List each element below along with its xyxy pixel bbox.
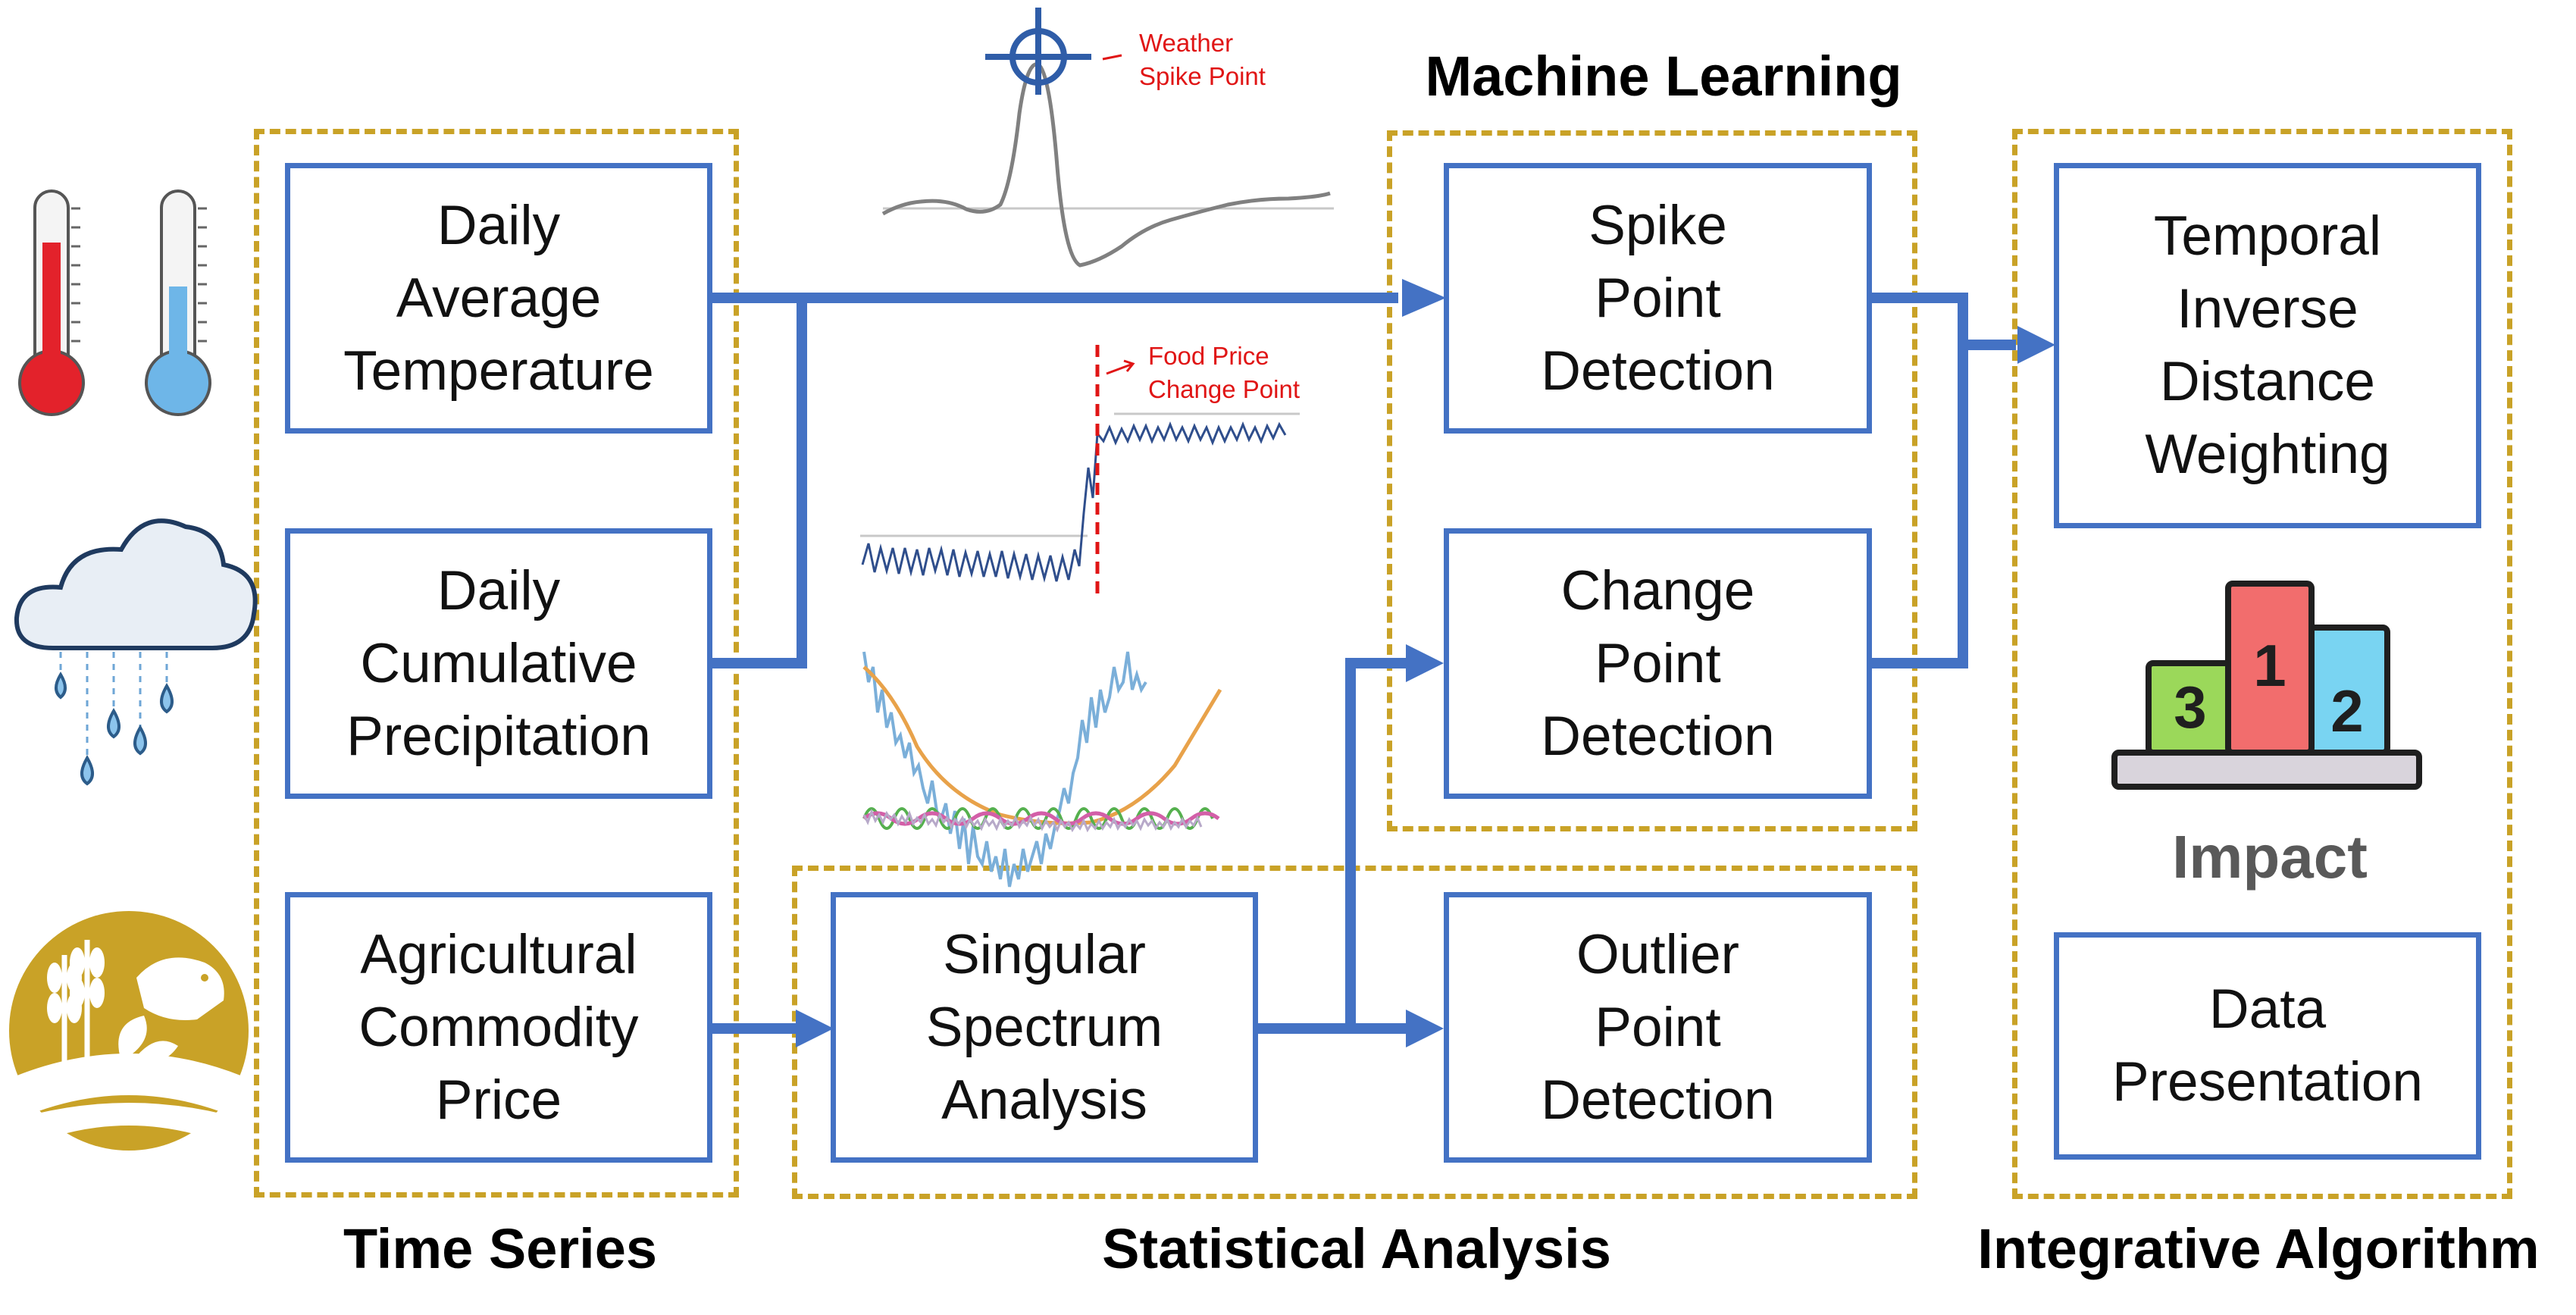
outlier-point-detection-box: Outlier Point Detection (1444, 892, 1872, 1163)
food-price-pointer (1106, 359, 1135, 375)
box-line: Inverse (2177, 278, 2358, 340)
daily-average-temperature-box: Daily Average Temperature (285, 163, 712, 434)
daily-cumulative-precipitation-box: Daily Cumulative Precipitation (285, 528, 712, 799)
weather-spike-pointer (1102, 54, 1122, 61)
annotation-line: Change Point (1148, 375, 1300, 403)
box-line: Distance (2159, 351, 2375, 412)
box-line: Agricultural (360, 923, 637, 985)
box-line: Detection (1541, 340, 1775, 402)
podium-second-label: 2 (2330, 678, 2363, 744)
ssa-raw-series (862, 651, 1147, 888)
box-line: Daily (437, 194, 561, 256)
podium-base (2111, 750, 2422, 790)
box-line: Change (1560, 559, 1755, 621)
integrative-algorithm-label: Integrative Algorithm (1977, 1217, 2540, 1280)
box-line: Temperature (343, 340, 654, 402)
box-line: Outlier (1576, 923, 1739, 985)
spike-series (881, 62, 1331, 268)
singular-spectrum-analysis-box: Singular Spectrum Analysis (831, 892, 1258, 1163)
box-line: Daily (437, 559, 561, 621)
box-line: Point (1595, 632, 1721, 694)
thermometer-fahrenheit-icon (145, 189, 211, 416)
podium-third-label: 3 (2174, 674, 2206, 740)
agriculture-logo-icon (9, 911, 249, 1151)
data-presentation-box: Data Presentation (2054, 932, 2481, 1160)
ssa-noise-series (862, 808, 1203, 833)
arrowhead-tidw (2017, 326, 2055, 364)
box-line: Detection (1541, 705, 1775, 767)
target-crosshair-icon (985, 8, 1091, 95)
connector-ssa-to-change (1345, 658, 1408, 1029)
spike-point-detection-box: Spike Point Detection (1444, 163, 1872, 434)
impact-caption: Impact (2172, 823, 2368, 891)
statistical-analysis-label: Statistical Analysis (1102, 1217, 1611, 1280)
food-price-annotation: Food Price Change Point (1148, 340, 1300, 406)
box-line: Price (435, 1069, 562, 1131)
box-line: Point (1595, 267, 1721, 329)
arrowhead-outlier (1406, 1010, 1444, 1047)
machine-learning-group (1387, 130, 1917, 831)
thermometer-celsius-icon (18, 189, 85, 416)
box-line: Spectrum (925, 996, 1163, 1058)
temporal-inverse-distance-weighting-box: Temporal Inverse Distance Weighting (2054, 163, 2481, 528)
arrowhead-spike (1402, 279, 1446, 317)
connector-precipitation-merge (712, 298, 807, 668)
box-line: Detection (1541, 1069, 1775, 1131)
box-line: Weighting (2145, 424, 2390, 485)
connector-change-merge (1872, 340, 2016, 668)
machine-learning-label: Machine Learning (1425, 45, 1902, 108)
rain-cloud-icon (14, 518, 258, 786)
time-series-label: Time Series (343, 1217, 658, 1280)
box-line: Singular (943, 923, 1146, 985)
agricultural-commodity-price-box: Agricultural Commodity Price (285, 892, 712, 1163)
podium-first-label: 1 (2253, 632, 2286, 699)
ssa-periodic-pink (862, 811, 1220, 826)
change-point-detection-box: Change Point Detection (1444, 528, 1872, 799)
arrowhead-ssa (796, 1010, 834, 1047)
box-line: Analysis (941, 1069, 1147, 1131)
podium-first-block (2225, 581, 2315, 756)
box-line: Data (2208, 978, 2327, 1040)
weather-spike-annotation: Weather Spike Point (1139, 27, 1266, 93)
annotation-line: Weather (1139, 29, 1234, 57)
box-line: Average (396, 267, 602, 329)
price-series (861, 421, 1287, 583)
box-line: Cumulative (360, 632, 637, 694)
arrowhead-change (1406, 644, 1444, 682)
box-line: Precipitation (346, 705, 651, 767)
annotation-line: Spike Point (1139, 62, 1266, 90)
connector-spike-merge (1872, 293, 1968, 345)
box-line: Presentation (2112, 1051, 2423, 1113)
box-line: Temporal (2153, 205, 2382, 267)
box-line: Point (1595, 996, 1721, 1058)
integrative-algorithm-group (2012, 129, 2512, 1199)
box-line: Spike (1588, 194, 1727, 256)
annotation-line: Food Price (1148, 342, 1269, 370)
box-line: Commodity (358, 996, 639, 1058)
